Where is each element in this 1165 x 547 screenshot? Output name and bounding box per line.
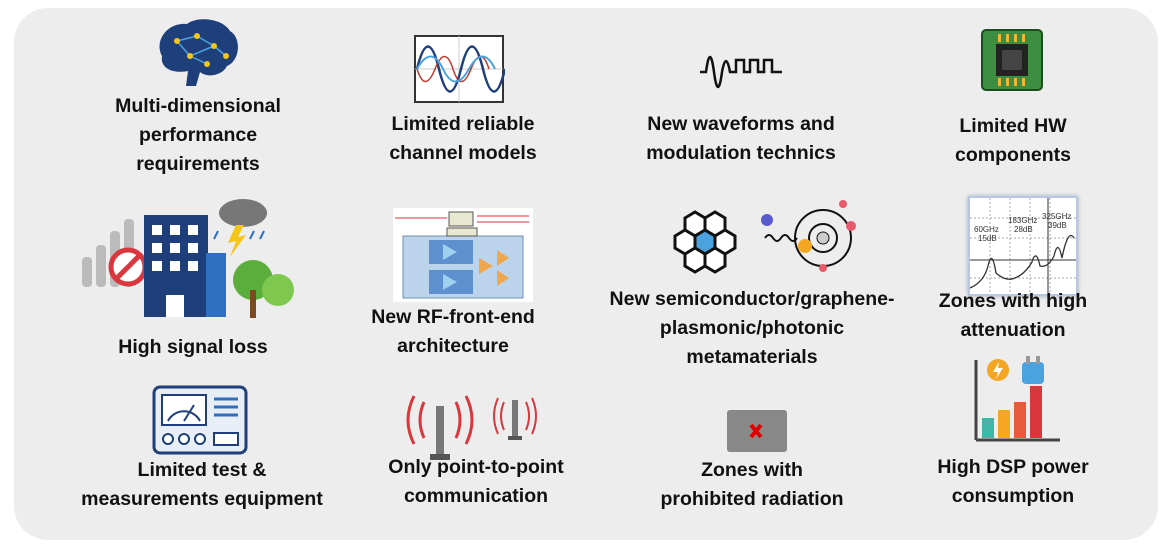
item-label: New semiconductor/graphene-plasmonic/pho… (610, 285, 895, 372)
item-label-line: prohibited radiation (660, 488, 844, 510)
item-label-line: Zones with (701, 459, 803, 481)
svg-text:15dB: 15dB (978, 234, 997, 243)
item-label: Only point-to-point communication (388, 453, 563, 511)
item-label-line: plasmonic/photonic (659, 317, 845, 339)
brain-network-icon (159, 19, 238, 86)
item-label-line: measurements equipment (81, 488, 323, 510)
item-label-line: architecture (397, 335, 509, 357)
svg-text:60GHz: 60GHz (974, 225, 999, 234)
chip-icon (981, 29, 1043, 91)
rf-schematic-icon (393, 208, 533, 302)
item-label-line: Limited HW (959, 115, 1067, 137)
item-label-line: Limited reliable (391, 113, 535, 135)
item-label-line: channel models (389, 142, 537, 164)
svg-text:183GHz: 183GHz (1008, 216, 1037, 225)
item-label-line: components (955, 144, 1071, 166)
item-label-line: New RF-front-end (371, 306, 535, 328)
item-label: Limited HW components (955, 112, 1071, 170)
item-label-line: Multi-dimensional (115, 95, 281, 117)
waveform-icon (700, 55, 782, 89)
item-label-line: Limited test & (137, 459, 267, 481)
item-label-line: New semiconductor/graphene- (609, 288, 895, 310)
item-label-line: High signal loss (118, 336, 268, 358)
item-label: New waveforms and modulation technics (646, 110, 836, 168)
graphene-photonic-icon (673, 200, 856, 274)
item-label: Zones with high attenuation (939, 287, 1087, 345)
svg-text:28dB: 28dB (1014, 225, 1033, 234)
item-label-line: performance (138, 124, 258, 146)
prohibited-zone-icon (727, 410, 787, 452)
svg-text:39dB: 39dB (1048, 221, 1067, 230)
measurement-equipment-icon (152, 385, 248, 455)
item-label-line: Only point-to-point (388, 456, 564, 478)
attenuation-graph-icon: 60GHz 15dB 183GHz 28dB 325GHz 39dB (968, 196, 1078, 296)
item-label: High DSP power consumption (937, 453, 1088, 511)
item-label: Limited reliable channel models (389, 110, 536, 168)
item-label-line: consumption (951, 485, 1075, 507)
item-label-line: attenuation (960, 319, 1066, 341)
item-label: Multi-dimensional performance requirements (115, 92, 281, 179)
svg-text:325GHz: 325GHz (1042, 212, 1071, 221)
item-label-line: New waveforms and (647, 113, 835, 135)
power-consumption-icon (974, 356, 1060, 442)
signal-loss-weather-icon (82, 199, 294, 318)
oscilloscope-waves-icon (414, 35, 505, 103)
item-label-line: High DSP power (937, 456, 1089, 478)
item-label-line: Zones with high (938, 290, 1088, 312)
item-label: Limited test & measurements equipment (81, 456, 323, 514)
item-label: High signal loss (118, 333, 268, 362)
item-label-line: metamaterials (686, 346, 818, 368)
item-label: Zones with prohibited radiation (660, 456, 843, 514)
antenna-icon (406, 395, 537, 460)
item-label-line: modulation technics (646, 142, 836, 164)
item-label-line: communication (403, 485, 549, 507)
item-label-line: requirements (136, 153, 260, 175)
item-label: New RF-front-end architecture (371, 303, 535, 361)
